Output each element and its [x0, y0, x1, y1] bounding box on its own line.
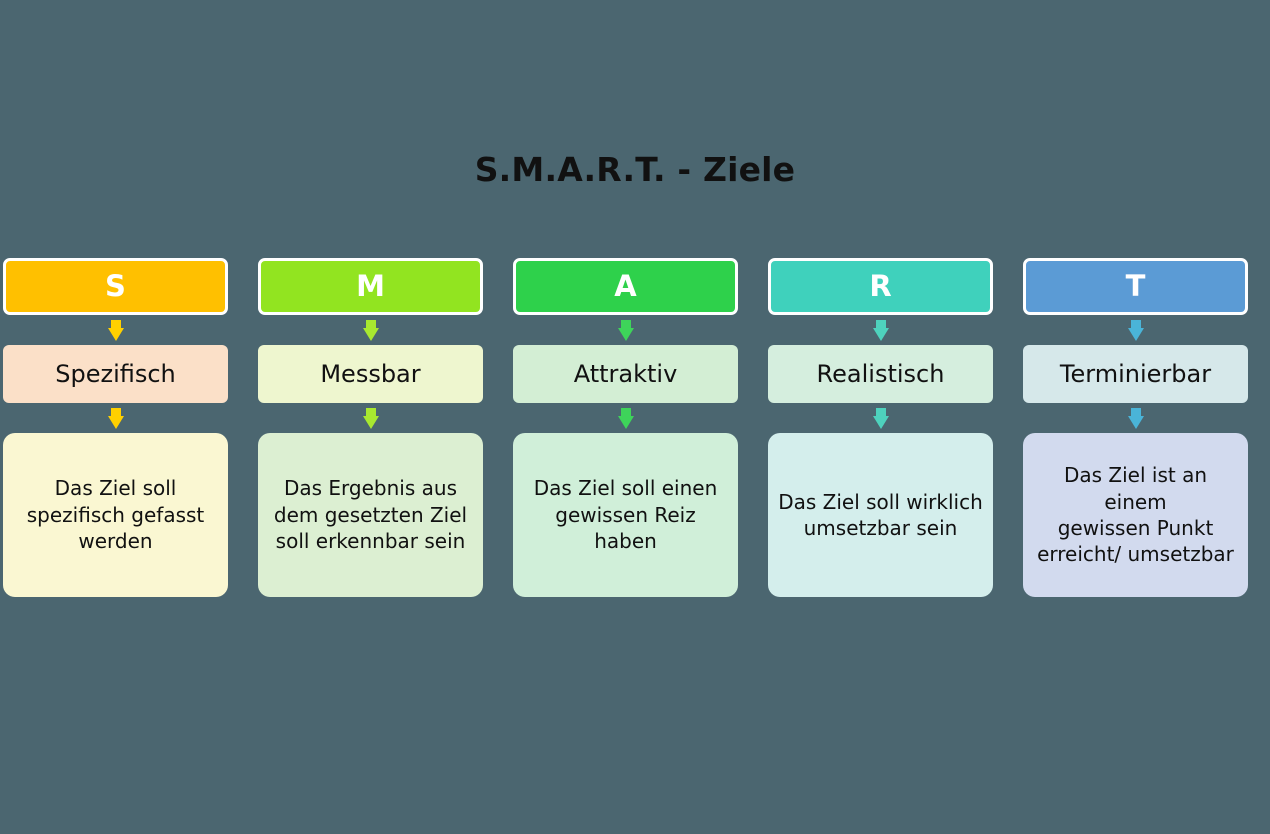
label-text-m: Messbar [320, 359, 421, 388]
label-box-t[interactable]: Terminierbar [1023, 345, 1248, 403]
arrow-stem [110, 408, 121, 417]
smart-column-t: T Terminierbar Das Ziel ist an einem gew… [1023, 258, 1248, 597]
label-box-m[interactable]: Messbar [258, 345, 483, 403]
down-arrow-icon-a-2 [617, 408, 634, 429]
down-arrow-icon-t-2 [1127, 408, 1144, 429]
arrow-head [362, 328, 379, 341]
down-arrow-icon-s-2 [107, 408, 124, 429]
label-box-r[interactable]: Realistisch [768, 345, 993, 403]
arrow-stem [110, 320, 121, 329]
header-box-m[interactable]: M [258, 258, 483, 315]
label-text-s: Spezifisch [55, 359, 176, 388]
description-box-a[interactable]: Das Ziel soll einen gewissen Reiz haben [513, 433, 738, 597]
header-letter-a: A [614, 269, 637, 303]
down-arrow-icon-m-1 [362, 320, 379, 341]
arrow-stem [620, 408, 631, 417]
description-text-m: Das Ergebnis aus dem gesetzten Ziel soll… [273, 476, 468, 554]
label-text-r: Realistisch [816, 359, 945, 388]
down-arrow-icon-r-2 [872, 408, 889, 429]
down-arrow-icon-m-2 [362, 408, 379, 429]
header-box-s[interactable]: S [3, 258, 228, 315]
header-box-r[interactable]: R [768, 258, 993, 315]
label-box-a[interactable]: Attraktiv [513, 345, 738, 403]
arrow-stem [875, 320, 886, 329]
header-letter-r: R [869, 269, 892, 303]
smart-columns: S Spezifisch Das Ziel soll spezifisch ge… [3, 258, 1265, 597]
header-box-t[interactable]: T [1023, 258, 1248, 315]
arrow-stem [875, 408, 886, 417]
header-letter-m: M [356, 269, 385, 303]
smart-column-a: A Attraktiv Das Ziel soll einen gewissen… [513, 258, 738, 597]
arrow-head [1127, 328, 1144, 341]
description-text-s: Das Ziel soll spezifisch gefasst werden [26, 476, 205, 554]
down-arrow-icon-t-1 [1127, 320, 1144, 341]
arrow-head [872, 416, 889, 429]
header-box-a[interactable]: A [513, 258, 738, 315]
description-box-m[interactable]: Das Ergebnis aus dem gesetzten Ziel soll… [258, 433, 483, 597]
arrow-head [872, 328, 889, 341]
description-text-a: Das Ziel soll einen gewissen Reiz haben [533, 476, 718, 554]
down-arrow-icon-s-1 [107, 320, 124, 341]
arrow-head [107, 328, 124, 341]
description-box-r[interactable]: Das Ziel soll wirklich umsetzbar sein [768, 433, 993, 597]
arrow-head [617, 328, 634, 341]
arrow-stem [365, 320, 376, 329]
arrow-head [1127, 416, 1144, 429]
arrow-stem [1130, 408, 1141, 417]
smart-column-s: S Spezifisch Das Ziel soll spezifisch ge… [3, 258, 228, 597]
arrow-stem [1130, 320, 1141, 329]
header-letter-t: T [1125, 269, 1146, 303]
arrow-head [362, 416, 379, 429]
arrow-head [107, 416, 124, 429]
arrow-stem [620, 320, 631, 329]
arrow-head [617, 416, 634, 429]
description-box-s[interactable]: Das Ziel soll spezifisch gefasst werden [3, 433, 228, 597]
description-text-r: Das Ziel soll wirklich umsetzbar sein [778, 489, 983, 540]
label-text-a: Attraktiv [573, 359, 678, 388]
description-box-t[interactable]: Das Ziel ist an einem gewissen Punkt err… [1023, 433, 1248, 597]
smart-column-m: M Messbar Das Ergebnis aus dem gesetzten… [258, 258, 483, 597]
description-text-t: Das Ziel ist an einem gewissen Punkt err… [1037, 463, 1234, 567]
page-title: S.M.A.R.T. - Ziele [474, 150, 796, 189]
down-arrow-icon-a-1 [617, 320, 634, 341]
smart-column-r: R Realistisch Das Ziel soll wirklich ums… [768, 258, 993, 597]
label-box-s[interactable]: Spezifisch [3, 345, 228, 403]
header-letter-s: S [105, 269, 126, 303]
down-arrow-icon-r-1 [872, 320, 889, 341]
label-text-t: Terminierbar [1059, 359, 1212, 388]
arrow-stem [365, 408, 376, 417]
